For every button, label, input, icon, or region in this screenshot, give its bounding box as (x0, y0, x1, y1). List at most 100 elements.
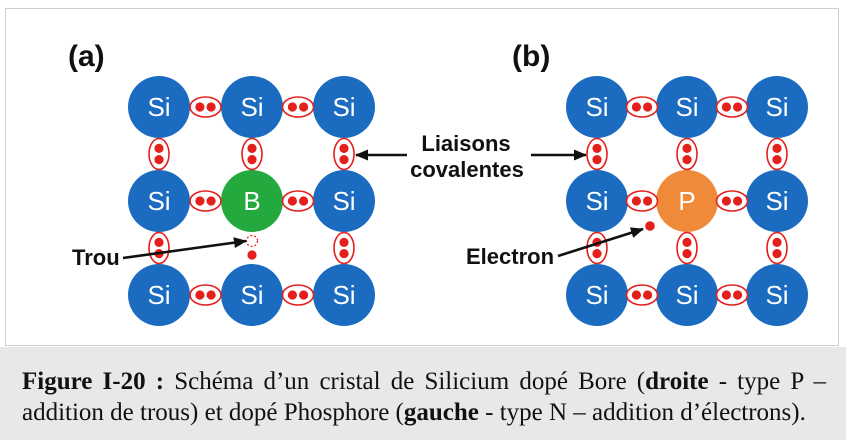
covalent-bond (715, 284, 749, 306)
covalent-bond (189, 96, 222, 118)
silicon-atom: Si (746, 170, 808, 232)
covalent-bond (715, 190, 749, 212)
electron-dot (247, 155, 257, 165)
atom-circle (746, 264, 808, 326)
electron-dot (339, 249, 349, 259)
electron-dot (154, 143, 164, 153)
figure-caption: Figure I-20 : Schéma d’un cristal de Sil… (0, 347, 846, 440)
covalent-bond (625, 96, 659, 118)
electron-dot (206, 290, 216, 300)
hole-label: Trou (72, 245, 120, 270)
silicon-atom: Si (313, 170, 375, 232)
electron-dot (733, 196, 743, 206)
electron-dot (643, 196, 653, 206)
covalent-bond (766, 231, 788, 265)
bond-callout: Liaisons covalentes (355, 131, 587, 182)
bond-outline (148, 231, 170, 265)
atom-symbol: Si (240, 280, 263, 310)
atom-circle (746, 76, 808, 138)
atom-circle (221, 264, 283, 326)
atom-symbol: Si (147, 92, 170, 122)
electron-dot (206, 102, 216, 112)
covalent-bond (189, 284, 222, 306)
caption-line-1: Figure I-20 : Schéma d’un cristal de Sil… (22, 366, 826, 397)
electron-dot (682, 155, 692, 165)
caption-text: addition de trous) et dopé Phosphore ( (22, 399, 404, 426)
silicon-atom: Si (221, 264, 283, 326)
electron-dot (287, 290, 297, 300)
atom-symbol: Si (147, 280, 170, 310)
covalent-bond (333, 137, 355, 171)
electron-dot (592, 155, 602, 165)
electron-dot (154, 155, 164, 165)
silicon-atom: Si (656, 264, 718, 326)
electron-dot (339, 143, 349, 153)
silicon-atom: Si (128, 264, 190, 326)
electron-dot (154, 237, 164, 247)
electron-dot (643, 290, 653, 300)
electron-label: Electron (466, 244, 554, 269)
panel-b-label: (b) (512, 40, 550, 73)
electron-dot (772, 237, 782, 247)
electron-dot (733, 290, 743, 300)
electron-dot (287, 102, 297, 112)
bond-outline (148, 137, 170, 171)
electron-dot (339, 237, 349, 247)
covalent-bond (148, 231, 170, 265)
atom-circle (656, 76, 718, 138)
electron-dot (721, 290, 732, 300)
bond-outline (625, 284, 659, 306)
silicon-atom: Si (128, 170, 190, 232)
covalent-bond (148, 137, 170, 171)
hole-arrow (122, 237, 247, 260)
bond-outline (715, 190, 749, 212)
bond-outline (241, 137, 263, 171)
covalent-bond (333, 231, 355, 265)
atom-symbol: B (243, 186, 260, 216)
caption-emphasis: gauche (403, 399, 479, 426)
silicon-atom: Si (566, 76, 628, 138)
atom-circle (128, 76, 190, 138)
silicon-atom: Si (746, 264, 808, 326)
electron-dot (682, 249, 692, 259)
electron-dot (299, 290, 309, 300)
electron-dot (721, 102, 732, 112)
electron-dot (631, 102, 642, 112)
bond-outline (676, 231, 698, 265)
covalent-bond (281, 284, 315, 306)
covalent-bond (676, 137, 698, 171)
silicon-atom: Si (313, 76, 375, 138)
silicon-atom: Si (656, 76, 718, 138)
atom-symbol: Si (332, 186, 355, 216)
electron-dot (287, 196, 297, 206)
hole (245, 234, 259, 248)
bond-outline (766, 231, 788, 265)
bond-outline (189, 190, 222, 212)
atom-circle (128, 170, 190, 232)
covalent-bond (676, 231, 698, 265)
covalent-bond (715, 96, 749, 118)
bond-outline (625, 190, 659, 212)
silicon-atom: Si (313, 264, 375, 326)
electron-dot (592, 249, 602, 259)
bond-outline (586, 231, 608, 265)
boron-atom: B (221, 170, 283, 232)
atom-circle (313, 76, 375, 138)
atom-circle (566, 76, 628, 138)
covalent-bond (766, 137, 788, 171)
covalent-bond (281, 190, 315, 212)
bond-outline (625, 96, 659, 118)
atom-symbol: Si (585, 280, 608, 310)
electron-dot (682, 143, 692, 153)
electron-dot (206, 196, 216, 206)
covalent-bond (241, 137, 263, 171)
bond-outline (586, 137, 608, 171)
bond-outline (333, 231, 355, 265)
atom-symbol: Si (240, 92, 263, 122)
electron-dot (195, 290, 205, 300)
bond-outline (766, 137, 788, 171)
bond-callout-line-1: Liaisons (421, 131, 510, 156)
covalent-bond (189, 190, 222, 212)
